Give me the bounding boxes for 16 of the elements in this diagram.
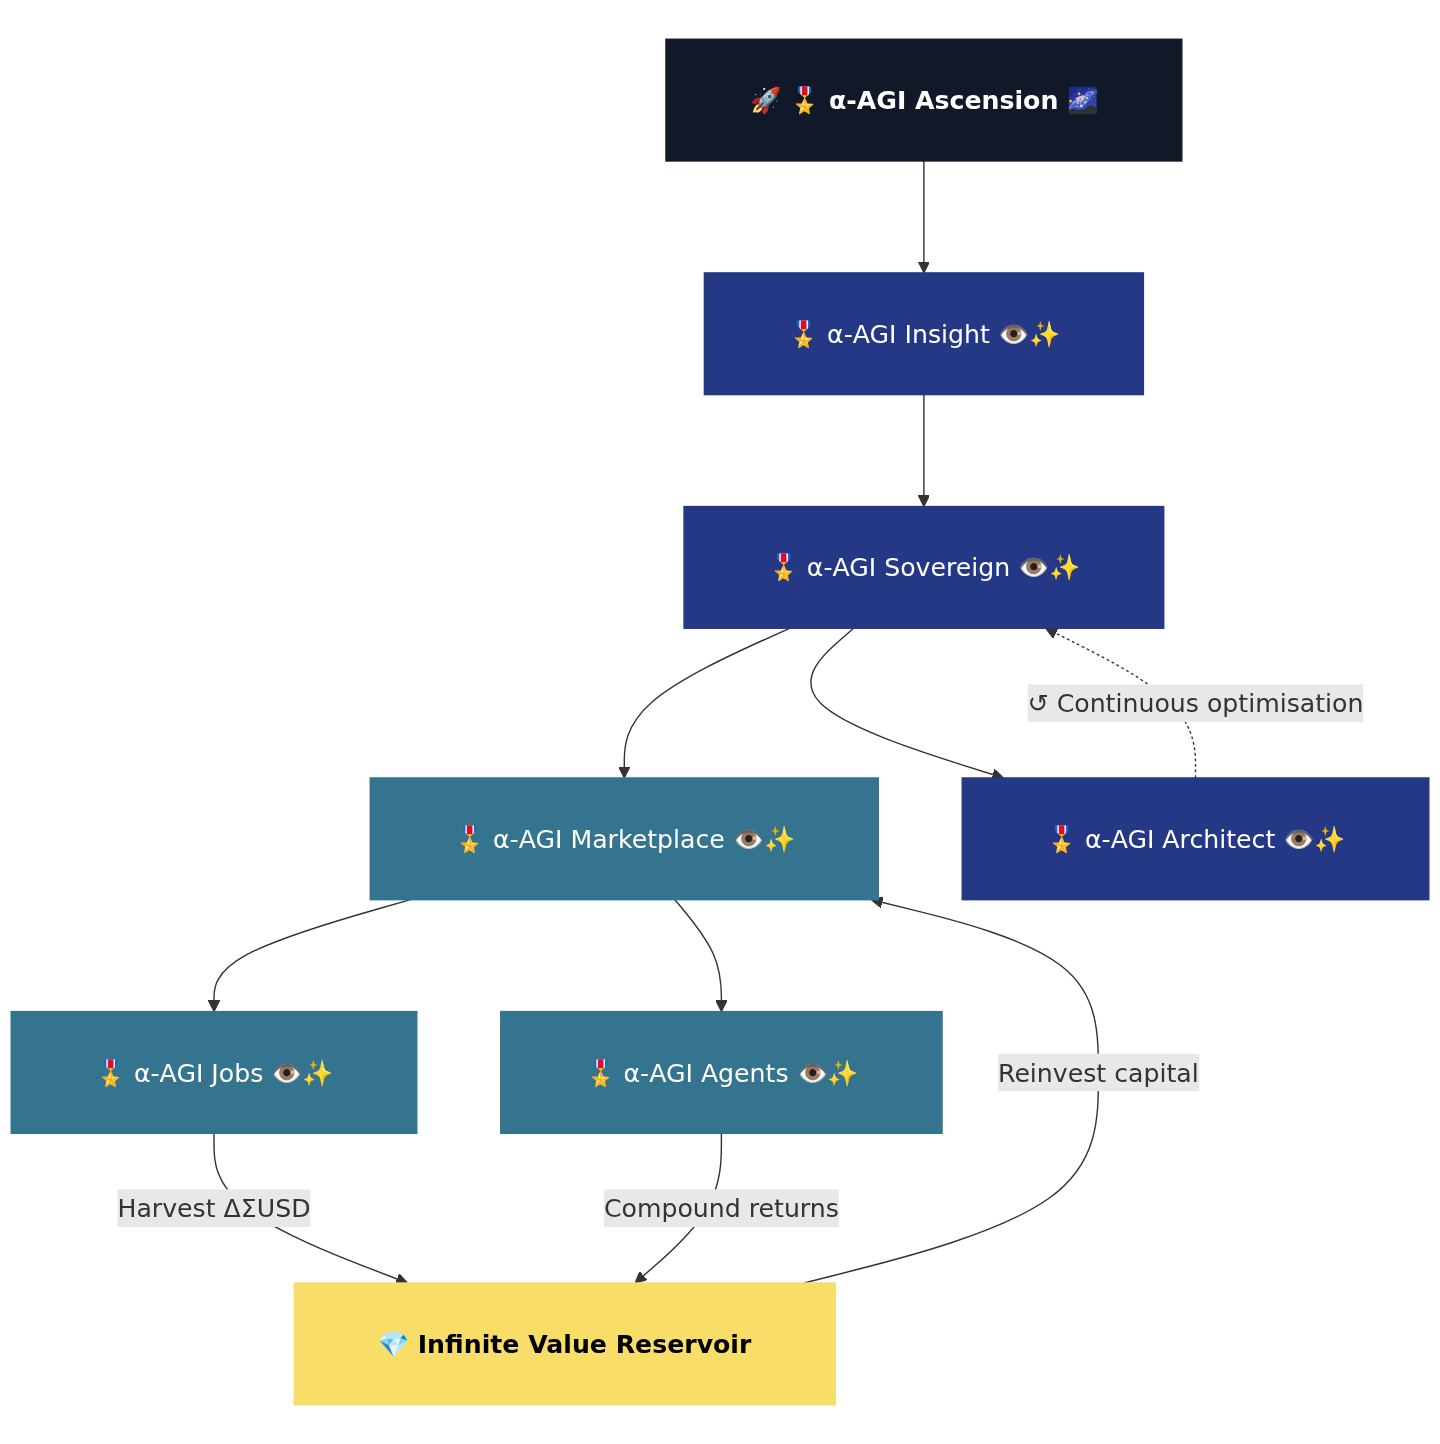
- arrow: [618, 627, 791, 779]
- node-box: 💎 Infinite Value Reservoir: [293, 1282, 837, 1406]
- edge-label: ↺ Continuous optimisation: [1027, 688, 1364, 718]
- node-box: 🚀 🎖 α-AGI Ascension 🌌: [665, 38, 1183, 162]
- arrow: [917, 393, 931, 508]
- node-box: 🎖 α-AGI Jobs 👁✨: [10, 1010, 418, 1134]
- edge-label: Harvest ΔΣUSD: [117, 1193, 311, 1223]
- node-box: 🎖 α-AGI Architect 👁✨: [961, 777, 1430, 901]
- node-box: 🎖 α-AGI Insight 👁✨: [703, 272, 1145, 396]
- node-box: 🎖 α-AGI Sovereign 👁✨: [683, 505, 1165, 629]
- arrow: [674, 898, 728, 1013]
- node-box: 🎖 α-AGI Agents 👁✨: [500, 1010, 943, 1134]
- node-box: 🎖 α-AGI Marketplace 👁✨: [369, 777, 879, 901]
- edge-label: Compound returns: [603, 1193, 839, 1223]
- edge-label: Reinvest capital: [998, 1057, 1199, 1088]
- arrow: [917, 160, 931, 274]
